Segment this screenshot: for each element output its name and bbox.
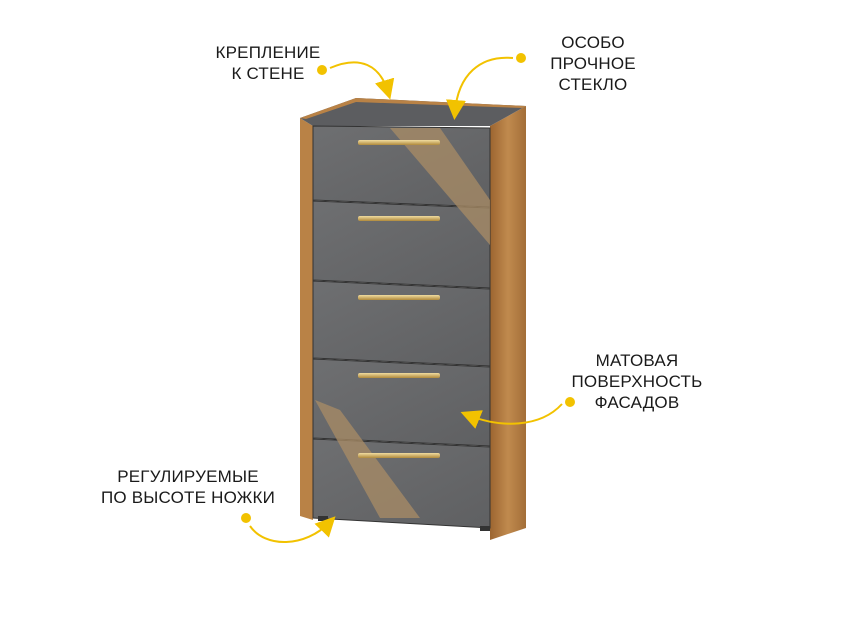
drawer-4[interactable]: [312, 358, 491, 447]
drawer-2[interactable]: [312, 200, 491, 289]
handles: [358, 140, 440, 458]
label-line: ПОВЕРХНОСТЬ: [571, 372, 703, 391]
legs-label: РЕГУЛИРУЕМЫЕ ПО ВЫСОТЕ НОЖКИ: [101, 466, 275, 508]
glitter-decor: [315, 128, 490, 518]
label-line: СТЕКЛО: [558, 75, 628, 94]
label-line: МАТОВАЯ: [595, 351, 679, 370]
drawers: [312, 125, 491, 529]
left-side-edge: [300, 118, 313, 520]
wall-mount-pointer: [317, 61, 395, 100]
handle: [358, 453, 440, 458]
handle: [358, 373, 440, 378]
top-edge: [300, 98, 526, 119]
legs-pointer: [241, 513, 336, 543]
glass-label: ОСОБО ПРОЧНОЕ СТЕКЛО: [550, 32, 636, 95]
handle: [358, 140, 440, 145]
label-line: ОСОБО: [561, 33, 625, 52]
label-line: К СТЕНЕ: [231, 64, 305, 83]
matte-facade-pointer: [460, 397, 575, 429]
label-line: КРЕПЛЕНИЕ: [215, 43, 321, 62]
wall-mount-label: КРЕПЛЕНИЕ К СТЕНЕ: [216, 42, 321, 84]
label-line: РЕГУЛИРУЕМЫЕ: [117, 467, 259, 486]
right-side-panel: [490, 106, 526, 540]
glass-pointer: [446, 53, 526, 120]
leg: [318, 516, 328, 521]
label-line: ФАСАДОВ: [594, 393, 680, 412]
label-line: ПО ВЫСОТЕ НОЖКИ: [100, 488, 276, 507]
handle: [358, 295, 440, 300]
label-line: ПРОЧНОЕ: [550, 54, 636, 73]
matte-facade-label: МАТОВАЯ ПОВЕРХНОСТЬ ФАСАДОВ: [572, 350, 703, 413]
leg: [480, 526, 490, 531]
handle: [358, 216, 440, 221]
drawer-3[interactable]: [312, 280, 491, 367]
